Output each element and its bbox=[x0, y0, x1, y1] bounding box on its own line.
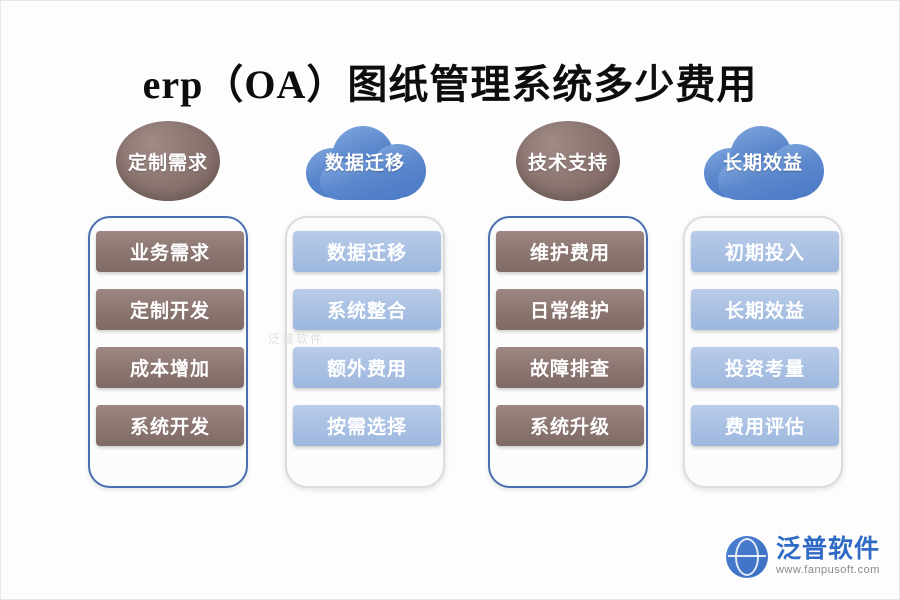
column-3-header[interactable]: 技术支持 bbox=[503, 118, 633, 204]
column-3-header-label: 技术支持 bbox=[527, 152, 608, 174]
list-item[interactable]: 系统升级 bbox=[496, 405, 644, 446]
column-4: 长期效益 初期投入 长期效益 投资考量 费用评估 bbox=[663, 118, 863, 488]
list-item[interactable]: 额外费用 bbox=[293, 347, 441, 388]
columns-container: 定制需求 业务需求 定制开发 成本增加 系统开发 数据迁移 bbox=[0, 118, 900, 518]
column-2: 数据迁移 数据迁移 系统整合 额外费用 按需选择 bbox=[265, 118, 465, 488]
column-2-header[interactable]: 数据迁移 bbox=[300, 118, 430, 204]
list-item[interactable]: 日常维护 bbox=[496, 289, 644, 330]
page-title: erp（OA）图纸管理系统多少费用 bbox=[142, 62, 758, 107]
column-4-panel: 初期投入 长期效益 投资考量 费用评估 bbox=[683, 216, 843, 488]
globe-shape bbox=[725, 536, 768, 578]
column-3-items: 维护费用 日常维护 故障排查 系统升级 bbox=[496, 231, 644, 446]
column-4-items: 初期投入 长期效益 投资考量 费用评估 bbox=[691, 231, 839, 446]
column-1: 定制需求 业务需求 定制开发 成本增加 系统开发 bbox=[68, 118, 268, 488]
brand-logo: 泛普软件 www.fanpusoft.com bbox=[725, 534, 880, 580]
list-item[interactable]: 成本增加 bbox=[96, 347, 244, 388]
logo-url: www.fanpusoft.com bbox=[775, 564, 880, 576]
cloud-shape-icon bbox=[718, 162, 810, 200]
list-item[interactable]: 维护费用 bbox=[496, 231, 644, 272]
list-item[interactable]: 费用评估 bbox=[691, 405, 839, 446]
column-4-header[interactable]: 长期效益 bbox=[698, 118, 828, 204]
column-1-panel: 业务需求 定制开发 成本增加 系统开发 bbox=[88, 216, 248, 488]
list-item[interactable]: 业务需求 bbox=[96, 231, 244, 272]
globe-icon bbox=[725, 536, 768, 578]
cloud-shape-icon bbox=[320, 162, 412, 200]
column-2-panel: 数据迁移 系统整合 额外费用 按需选择 bbox=[285, 216, 445, 488]
list-item[interactable]: 故障排查 bbox=[496, 347, 644, 388]
column-3-panel: 维护费用 日常维护 故障排查 系统升级 bbox=[488, 216, 648, 488]
logo-name: 泛普软件 bbox=[775, 536, 880, 563]
column-2-header-label: 数据迁移 bbox=[324, 152, 405, 174]
list-item[interactable]: 初期投入 bbox=[691, 231, 839, 272]
column-1-header[interactable]: 定制需求 bbox=[103, 118, 233, 204]
column-1-items: 业务需求 定制开发 成本增加 系统开发 bbox=[96, 231, 244, 446]
list-item[interactable]: 投资考量 bbox=[691, 347, 839, 388]
column-2-items: 数据迁移 系统整合 额外费用 按需选择 bbox=[293, 231, 441, 446]
logo-text: 泛普软件 www.fanpusoft.com bbox=[776, 537, 880, 577]
list-item[interactable]: 按需选择 bbox=[293, 405, 441, 446]
column-3: 技术支持 维护费用 日常维护 故障排查 系统升级 bbox=[468, 118, 668, 488]
column-1-header-label: 定制需求 bbox=[127, 152, 208, 174]
column-4-header-label: 长期效益 bbox=[722, 152, 803, 174]
list-item[interactable]: 定制开发 bbox=[96, 289, 244, 330]
circle-shape-icon bbox=[516, 121, 620, 201]
list-item[interactable]: 系统整合 bbox=[293, 289, 441, 330]
list-item[interactable]: 数据迁移 bbox=[293, 231, 441, 272]
list-item[interactable]: 长期效益 bbox=[691, 289, 839, 330]
list-item[interactable]: 系统开发 bbox=[96, 405, 244, 446]
circle-shape-icon bbox=[116, 121, 220, 201]
